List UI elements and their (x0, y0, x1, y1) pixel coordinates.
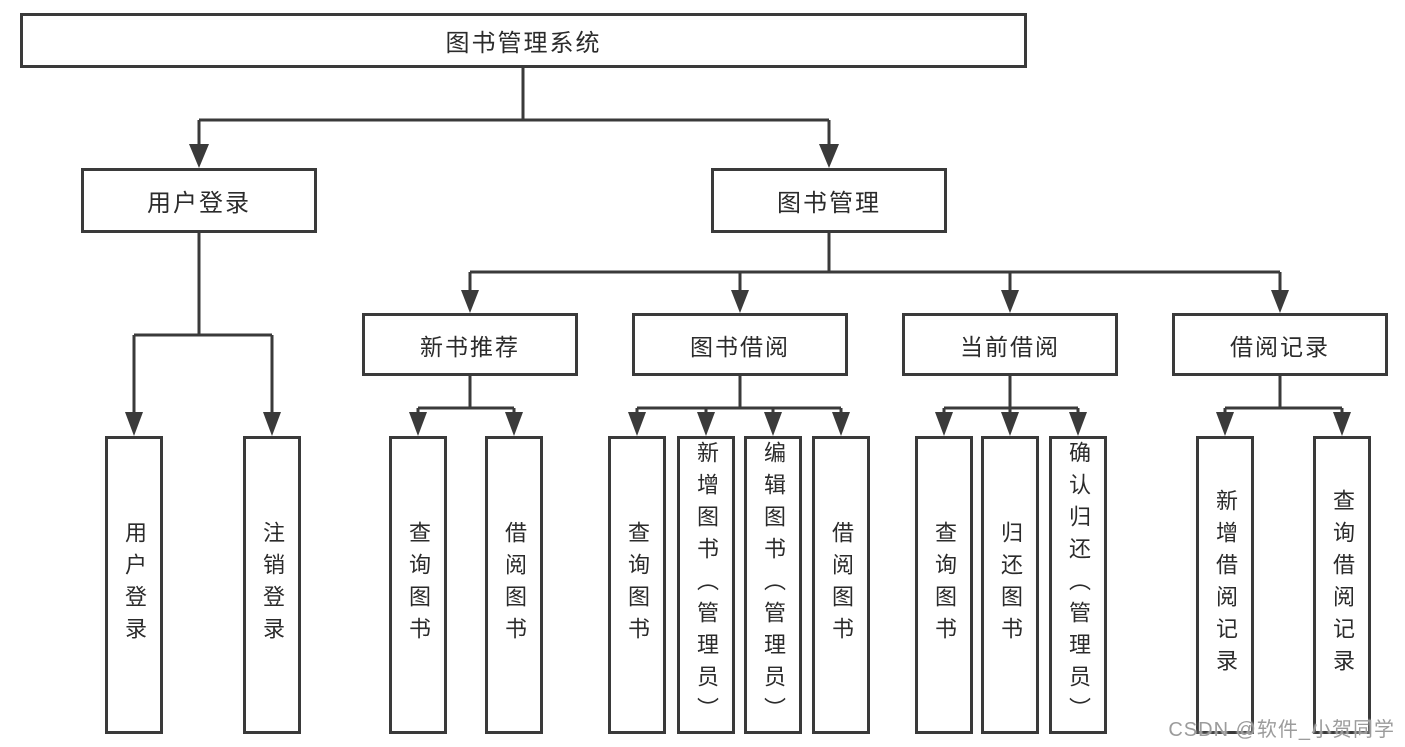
node-label: 注销登录 (260, 521, 285, 649)
arrowhead (628, 412, 646, 436)
node-book-borrowing: 图书借阅 (632, 313, 848, 376)
arrowhead (764, 412, 782, 436)
leaf-borrow-books-borrowing: 借阅图书 (812, 436, 870, 734)
node-label: 查询图书 (932, 521, 957, 649)
arrowhead (697, 412, 715, 436)
arrowhead (461, 290, 479, 313)
leaf-query-books-recommend: 查询图书 (389, 436, 447, 734)
node-label: 新增图书（管理员） (694, 441, 719, 729)
node-label: 图书管理 (777, 190, 881, 217)
node-label: 查询图书 (625, 521, 650, 649)
node-label: 新增借阅记录 (1213, 489, 1238, 681)
csdn-watermark: CSDN @软件_小贺同学 (1168, 719, 1395, 741)
arrowhead (819, 144, 839, 168)
arrowhead (1001, 290, 1019, 313)
leaf-edit-books-admin: 编辑图书（管理员） (744, 436, 802, 734)
leaf-user-login: 用户登录 (105, 436, 163, 734)
node-label: 归还图书 (998, 521, 1023, 649)
node-label: 图书借阅 (690, 333, 790, 360)
arrowhead (935, 412, 953, 436)
node-label: 查询图书 (406, 521, 431, 649)
leaf-query-books-borrowing: 查询图书 (608, 436, 666, 734)
node-label: 查询借阅记录 (1330, 489, 1355, 681)
node-user-login-branch: 用户登录 (81, 168, 317, 233)
node-label: 新书推荐 (420, 333, 520, 360)
node-label: 借阅记录 (1230, 333, 1330, 360)
leaf-add-borrow-record: 新增借阅记录 (1196, 436, 1254, 734)
arrowhead (1216, 412, 1234, 436)
leaf-add-books-admin: 新增图书（管理员） (677, 436, 735, 734)
arrowhead (189, 144, 209, 168)
node-borrowing-records: 借阅记录 (1172, 313, 1388, 376)
leaf-borrow-books-recommend: 借阅图书 (485, 436, 543, 734)
node-label: 确认归还（管理员） (1066, 441, 1091, 729)
leaf-confirm-return-admin: 确认归还（管理员） (1049, 436, 1107, 734)
node-label: 图书管理系统 (445, 30, 602, 57)
node-label: 编辑图书（管理员） (761, 441, 786, 729)
leaf-query-books-current: 查询图书 (915, 436, 973, 734)
node-label: 用户登录 (147, 190, 251, 217)
arrowhead (409, 412, 427, 436)
arrowhead (263, 412, 281, 436)
arrowhead (1271, 290, 1289, 313)
leaf-query-borrow-record: 查询借阅记录 (1313, 436, 1371, 734)
arrowhead (1069, 412, 1087, 436)
arrowhead (1001, 412, 1019, 436)
node-label: 用户登录 (122, 521, 147, 649)
node-current-borrowing: 当前借阅 (902, 313, 1118, 376)
leaf-return-books: 归还图书 (981, 436, 1039, 734)
arrowhead (1333, 412, 1351, 436)
node-new-book-recommendation: 新书推荐 (362, 313, 578, 376)
arrowhead (125, 412, 143, 436)
leaf-logout: 注销登录 (243, 436, 301, 734)
arrowhead (731, 290, 749, 313)
arrowhead (505, 412, 523, 436)
node-book-management-branch: 图书管理 (711, 168, 947, 233)
node-label: 借阅图书 (502, 521, 527, 649)
node-label: 借阅图书 (829, 521, 854, 649)
arrowhead (832, 412, 850, 436)
node-label: 当前借阅 (960, 333, 1060, 360)
node-library-management-system: 图书管理系统 (20, 13, 1027, 68)
